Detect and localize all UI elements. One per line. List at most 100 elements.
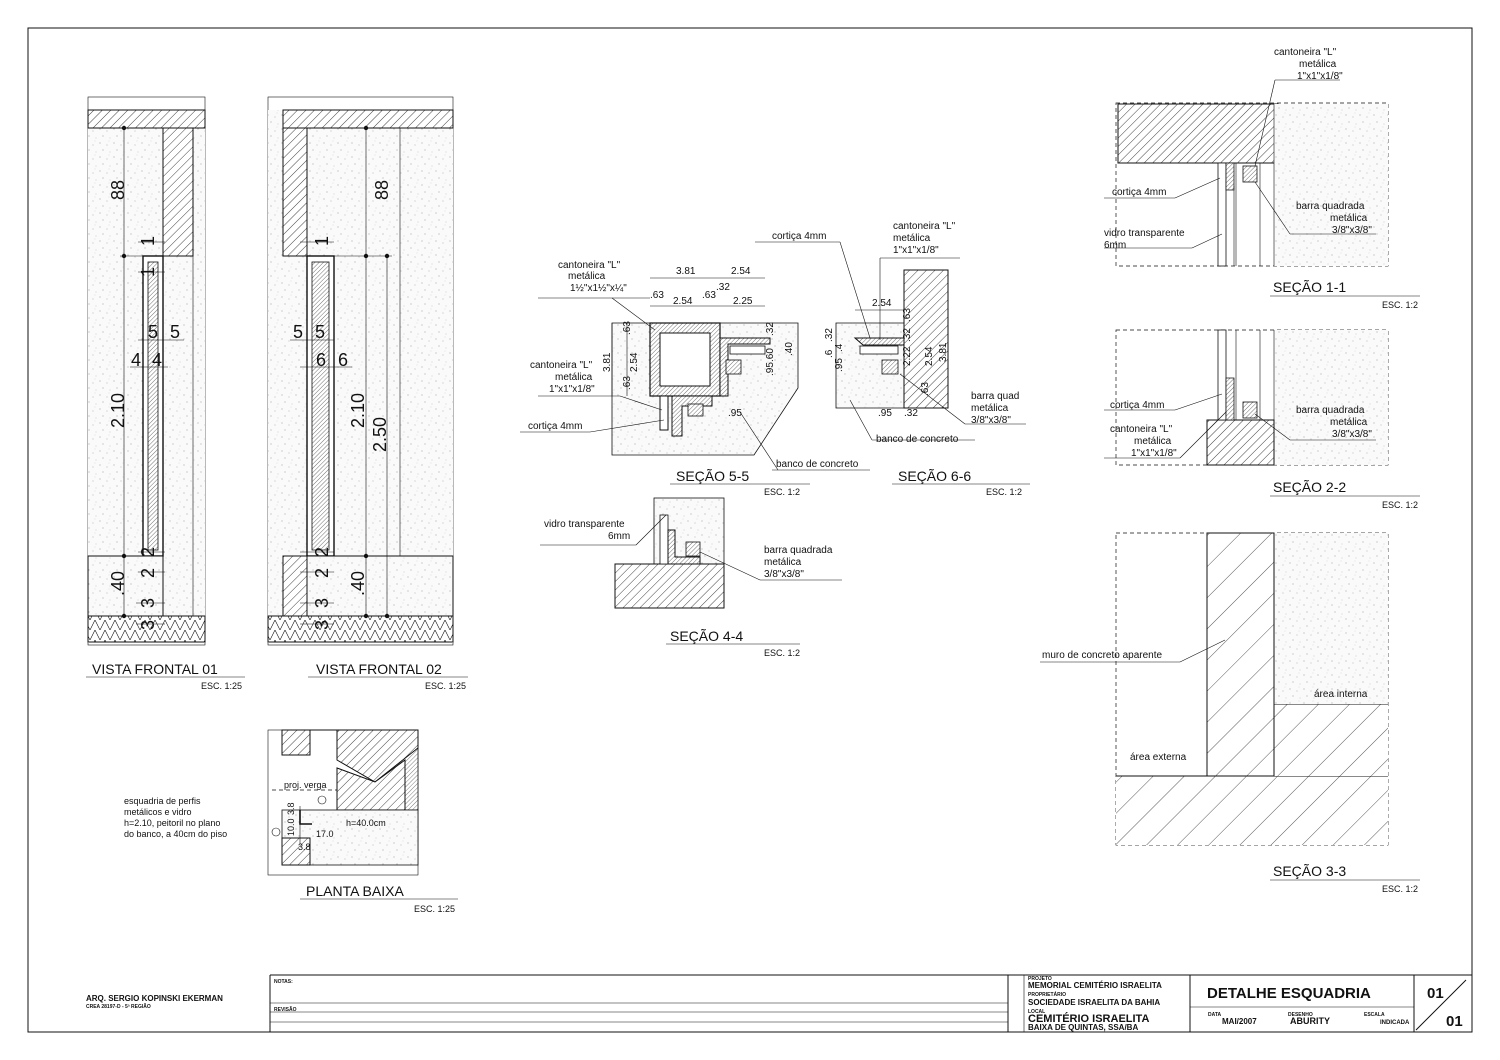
vf2-marker-2a: 2 (312, 547, 332, 557)
planta-baixa: proj. verga h=40.0cm 3.8 10.0 17.0 3.8 P… (124, 729, 458, 914)
s11-label-barra-c: 3/8"x3/8" (1332, 225, 1372, 236)
vf1-marker-1a: 1 (138, 236, 158, 246)
secao-5-5: 3.81 2.54 .63 2.54 .63 .32 2.25 .63 3.81… (520, 260, 870, 497)
vf2-scale: ESC. 1:25 (425, 681, 466, 691)
vista-frontal-02: 88 2.10 2.50 .40 1 5 5 6 6 2 2 3 3 VISTA… (267, 96, 468, 691)
vf1-marker-5a: 5 (148, 322, 158, 342)
s55-label-cant2-b: metálica (555, 372, 593, 383)
s55-title: SEÇÃO 5-5 (676, 468, 749, 484)
s22-label-barra-b: metálica (1330, 417, 1368, 428)
s66-label-barra-b: metálica (971, 403, 1009, 414)
s11-title: SEÇÃO 1-1 (1273, 279, 1346, 295)
tb-escala: INDICADA (1380, 1020, 1410, 1026)
vf2-marker-2b: 2 (312, 568, 332, 578)
s55-label-cant1-c: 1½"x1½"x¼" (570, 282, 627, 294)
vista-frontal-01: 88 2.10 .40 1 1 5 5 4 4 2 2 3 3 VISTA FR… (86, 96, 245, 691)
s66-label-cortica: cortiça 4mm (772, 231, 826, 242)
s11-scale: ESC. 1:2 (1382, 300, 1418, 310)
planta-title: PLANTA BAIXA (306, 883, 404, 899)
vf1-dim-210: 2.10 (108, 393, 128, 428)
vf2-marker-6a: 6 (316, 350, 326, 370)
s22-label-barra-c: 3/8"x3/8" (1332, 429, 1372, 440)
tb-sheet-title: DETALHE ESQUADRIA (1207, 985, 1371, 1002)
s55-label-cant1-a: cantoneira "L" (558, 260, 621, 271)
s55-dim-254c: 2.54 (629, 352, 640, 372)
s66-label-banco: banco de concreto (876, 434, 959, 445)
s44-title: SEÇÃO 4-4 (670, 628, 743, 644)
s55-dim-63c: .63 (622, 321, 633, 335)
tb-proprietario: SOCIEDADE ISRAELITA DA BAHIA (1028, 998, 1160, 1007)
secao-1-1: cantoneira "L" metálica 1"x1"x1/8" corti… (1104, 47, 1420, 310)
s55-label-cant2-a: cantoneira "L" (530, 360, 593, 371)
s66-label-barra-c: 3/8"x3/8" (971, 415, 1011, 426)
secao-4-4: vidro transparente 6mm barra quadrada me… (540, 497, 842, 658)
s11-label-barra-a: barra quadrada (1296, 201, 1365, 212)
s11-label-cortica: cortiça 4mm (1112, 187, 1166, 198)
s44-label-vidro-a: vidro transparente (544, 519, 625, 530)
tb-notas-label: NOTAS: (274, 979, 293, 985)
s55-dim-63d: .63 (622, 376, 633, 390)
s55-dim-63b: .63 (702, 290, 716, 301)
s55-dim-225: 2.25 (733, 296, 753, 307)
tb-projeto: MEMORIAL CEMITÉRIO ISRAELITA (1028, 981, 1162, 990)
s11-label-cant-b: metálica (1299, 59, 1337, 70)
s55-label-cortica: cortiça 4mm (528, 421, 582, 432)
s66-dim-32b: .32 (902, 328, 913, 342)
s66-dim-4: .4 (834, 343, 845, 352)
planta-note-3: h=2.10, peitoril no plano (124, 818, 220, 828)
tb-crea: CREA 28197-D - 5ª REGIÃO (86, 1003, 151, 1010)
s66-dim-381: 3.81 (938, 342, 949, 362)
vf1-title: VISTA FRONTAL 01 (92, 661, 218, 677)
s33-label-area-interna: área interna (1314, 689, 1368, 700)
s44-label-vidro-b: 6mm (608, 531, 630, 542)
planta-dim-38a: 3.8 (286, 802, 296, 815)
s55-dim-32a: .32 (716, 282, 730, 293)
vf2-marker-1: 1 (312, 236, 332, 246)
s55-label-cant1-b: metálica (568, 271, 606, 282)
s22-label-cant-a: cantoneira "L" (1110, 424, 1173, 435)
vf1-marker-2a: 2 (138, 547, 158, 557)
planta-dim-170: 17.0 (316, 829, 334, 839)
vf1-marker-1b: 1 (138, 267, 158, 277)
s55-dim-254b: 2.54 (673, 296, 693, 307)
s66-dim-6: .6 (824, 349, 835, 358)
s33-label-area-externa: área externa (1130, 752, 1187, 763)
planta-note-4: do banco, a 40cm do piso (124, 829, 227, 839)
s66-label-cant-c: 1"x1"x1/8" (893, 245, 939, 256)
vf1-dim-88: 88 (108, 180, 128, 200)
vf2-dim-88: 88 (372, 180, 392, 200)
planta-note-2: metálicos e vidro (124, 807, 192, 817)
s22-label-cortica: cortiça 4mm (1110, 400, 1164, 411)
tb-projeto-label: PROJETO (1028, 976, 1052, 982)
planta-dim-100: 10.0 (286, 818, 296, 836)
tb-revisao-label: REVISÃO (274, 1006, 297, 1013)
s55-dim-95a: .95 (765, 362, 776, 376)
tb-escala-label: ESCALA (1364, 1012, 1385, 1018)
s55-dim-254a: 2.54 (731, 266, 751, 277)
vf1-scale: ESC. 1:25 (201, 681, 242, 691)
s66-label-barra-a: barra quad (971, 391, 1019, 402)
vf2-marker-3b: 3 (312, 620, 332, 630)
s55-label-cant2-c: 1"x1"x1/8" (549, 384, 595, 395)
tb-sheet-total: 01 (1446, 1013, 1463, 1030)
s22-label-cant-b: metálica (1134, 436, 1172, 447)
s11-label-cant-c: 1"x1"x1/8" (1297, 71, 1343, 82)
vf2-dim-210: 2.10 (348, 393, 368, 428)
s66-label-cant-a: cantoneira "L" (893, 221, 956, 232)
vf2-marker-6b: 6 (338, 350, 348, 370)
tb-proprietario-label: PROPRIETÁRIO (1028, 991, 1066, 998)
s66-dim-63b: .63 (920, 382, 931, 396)
vf1-marker-3a: 3 (138, 598, 158, 608)
planta-dim-38b: 3.8 (298, 842, 311, 852)
s11-label-barra-b: metálica (1330, 213, 1368, 224)
s33-label-muro: muro de concreto aparente (1042, 650, 1163, 661)
vf1-marker-5b: 5 (170, 322, 180, 342)
s66-label-cant-b: metálica (893, 233, 931, 244)
s44-label-barra-a: barra quadrada (764, 545, 833, 556)
tb-data-label: DATA (1208, 1012, 1222, 1018)
title-block: NOTAS: REVISÃO PROJETO MEMORIAL CEMITÉRI… (86, 974, 1472, 1032)
planta-scale: ESC. 1:25 (414, 904, 455, 914)
vf1-marker-3b: 3 (138, 620, 158, 630)
s22-scale: ESC. 1:2 (1382, 500, 1418, 510)
